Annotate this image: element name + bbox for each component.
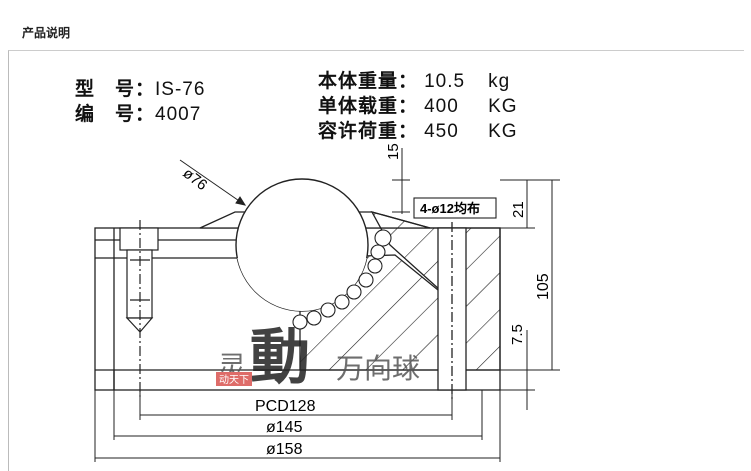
spec-weight: 本体重量： 10.5 kg (318, 66, 510, 93)
dim-pcd: PCD128 (255, 398, 316, 415)
spec-unit-load: 单体载重： 400 KG (318, 91, 518, 118)
spec-allowable-load-value: 450 (424, 121, 459, 142)
spec-model-label: 型 号： (75, 78, 156, 100)
spec-weight-label: 本体重量： (318, 70, 419, 92)
dim-ball-diameter-label: ø76 (180, 165, 211, 194)
dim-bottom (94, 390, 501, 462)
dim-top-offset-label: 15 (385, 143, 402, 160)
dim-right (482, 179, 560, 410)
spec-model-value: IS-76 (155, 79, 206, 100)
spec-unit-load-value: 400 (424, 96, 459, 117)
spec-unit-load-unit: KG (488, 96, 518, 117)
spec-weight-value: 10.5 (424, 71, 466, 92)
dim-outer-diameter: ø158 (266, 441, 303, 458)
spec-allowable-load: 容许荷重： 450 KG (318, 116, 518, 143)
section-title: 产品说明 (22, 26, 71, 40)
spec-weight-unit: kg (488, 71, 511, 92)
mount-hole (437, 222, 467, 400)
spec-code-value: 4007 (155, 104, 202, 125)
watermark-stamp-bg (216, 372, 252, 386)
screw (119, 220, 159, 400)
spec-model: 型 号：IS-76 (75, 74, 205, 101)
dim-top-offset (392, 148, 410, 214)
spec-code: 编 号：4007 (75, 99, 201, 126)
dim-ball-diameter (179, 159, 247, 206)
frame-border (8, 50, 744, 471)
spec-allowable-load-label: 容许荷重： (318, 120, 419, 142)
holes-note: 4-ø12均布 (420, 201, 480, 216)
spec-code-label: 编 号： (75, 103, 156, 125)
dim-bottom-gap: 7.5 (509, 324, 526, 345)
watermark-suffix: 万向球 (336, 353, 420, 384)
support-balls (292, 229, 392, 330)
spec-unit-load-label: 单体载重： (318, 95, 419, 117)
main-ball (235, 178, 369, 312)
dim-flange-height: 21 (510, 201, 527, 218)
watermark-brand: 動 (250, 324, 310, 391)
dim-inner-diameter: ø145 (266, 419, 303, 436)
holes-note-box (413, 197, 497, 219)
spec-allowable-load-unit: KG (488, 121, 518, 142)
brand-watermark: 灵 動 万向球 动天下 (216, 324, 420, 391)
watermark-stamp: 动天下 (219, 374, 249, 386)
dim-total-height: 105 (535, 273, 552, 300)
